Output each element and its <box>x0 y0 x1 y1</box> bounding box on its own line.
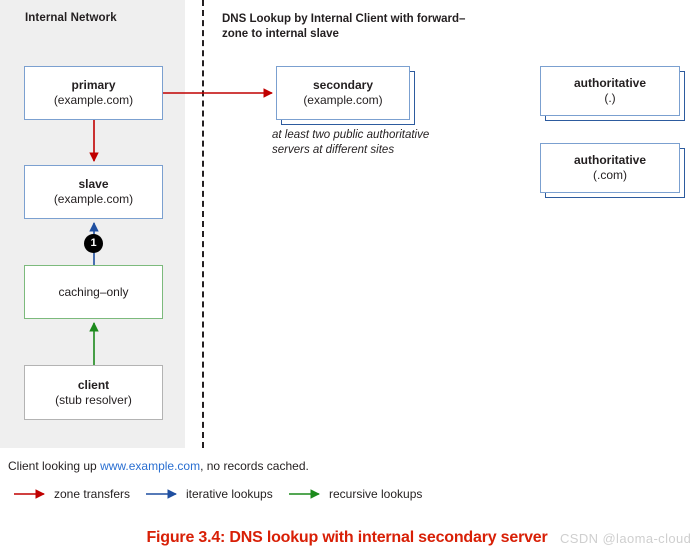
legend-label-recursive-lookups: recursive lookups <box>329 487 423 501</box>
legend-label-zone-transfers: zone transfers <box>54 487 131 501</box>
node-authoritative-root-subtitle: (.) <box>604 91 616 105</box>
node-primary[interactable]: primary (example.com) <box>24 66 163 120</box>
node-slave-title: slave <box>78 177 109 191</box>
node-slave-subtitle: (example.com) <box>53 192 134 206</box>
internal-network-label: Internal Network <box>25 12 117 24</box>
step-badge-1: 1 <box>84 234 103 253</box>
node-client[interactable]: client (stub resolver) <box>24 365 163 420</box>
node-secondary[interactable]: secondary (example.com) <box>276 66 410 120</box>
node-client-subtitle: (stub resolver) <box>55 392 132 407</box>
node-client-title: client <box>77 377 110 392</box>
node-authoritative-root-title: authoritative <box>573 76 646 90</box>
legend-item-recursive-lookups: recursive lookups <box>321 485 422 503</box>
legend-item-iterative-lookups: iterative lookups <box>178 485 273 503</box>
node-primary-title: primary <box>71 78 116 92</box>
node-secondary-subtitle: (example.com) <box>303 93 383 107</box>
lookup-domain-link[interactable]: www.example.com <box>100 459 201 473</box>
node-secondary-title: secondary <box>312 78 374 92</box>
node-authoritative-com-subtitle: (.com) <box>593 168 627 182</box>
lookup-prefix: Client looking up <box>8 459 101 473</box>
legend-label-iterative-lookups: iterative lookups <box>186 487 273 501</box>
network-boundary-divider <box>202 0 204 448</box>
node-caching-only[interactable]: caching–only <box>24 265 163 319</box>
step-badge-1-label: 1 <box>90 237 97 249</box>
node-caching-only-title: caching–only <box>58 284 129 299</box>
section-title: DNS Lookup by Internal Client with forwa… <box>222 13 466 40</box>
watermark: CSDN @laoma-cloud <box>560 531 692 546</box>
lookup-description: Client looking up www.example.com, no re… <box>8 459 309 473</box>
node-authoritative-com-title: authoritative <box>573 153 646 167</box>
lookup-suffix: , no records cached. <box>200 459 309 473</box>
node-authoritative-root[interactable]: authoritative (.) <box>540 66 680 116</box>
figure-caption: Figure 3.4: DNS lookup with internal sec… <box>146 529 548 546</box>
legend: zone transfers iterative lookups recursi… <box>14 485 474 503</box>
node-slave[interactable]: slave (example.com) <box>24 165 163 219</box>
node-authoritative-com[interactable]: authoritative (.com) <box>540 143 680 193</box>
node-primary-subtitle: (example.com) <box>53 93 134 107</box>
legend-item-zone-transfers: zone transfers <box>46 485 130 503</box>
secondary-note: at least two public authoritative server… <box>272 129 430 156</box>
